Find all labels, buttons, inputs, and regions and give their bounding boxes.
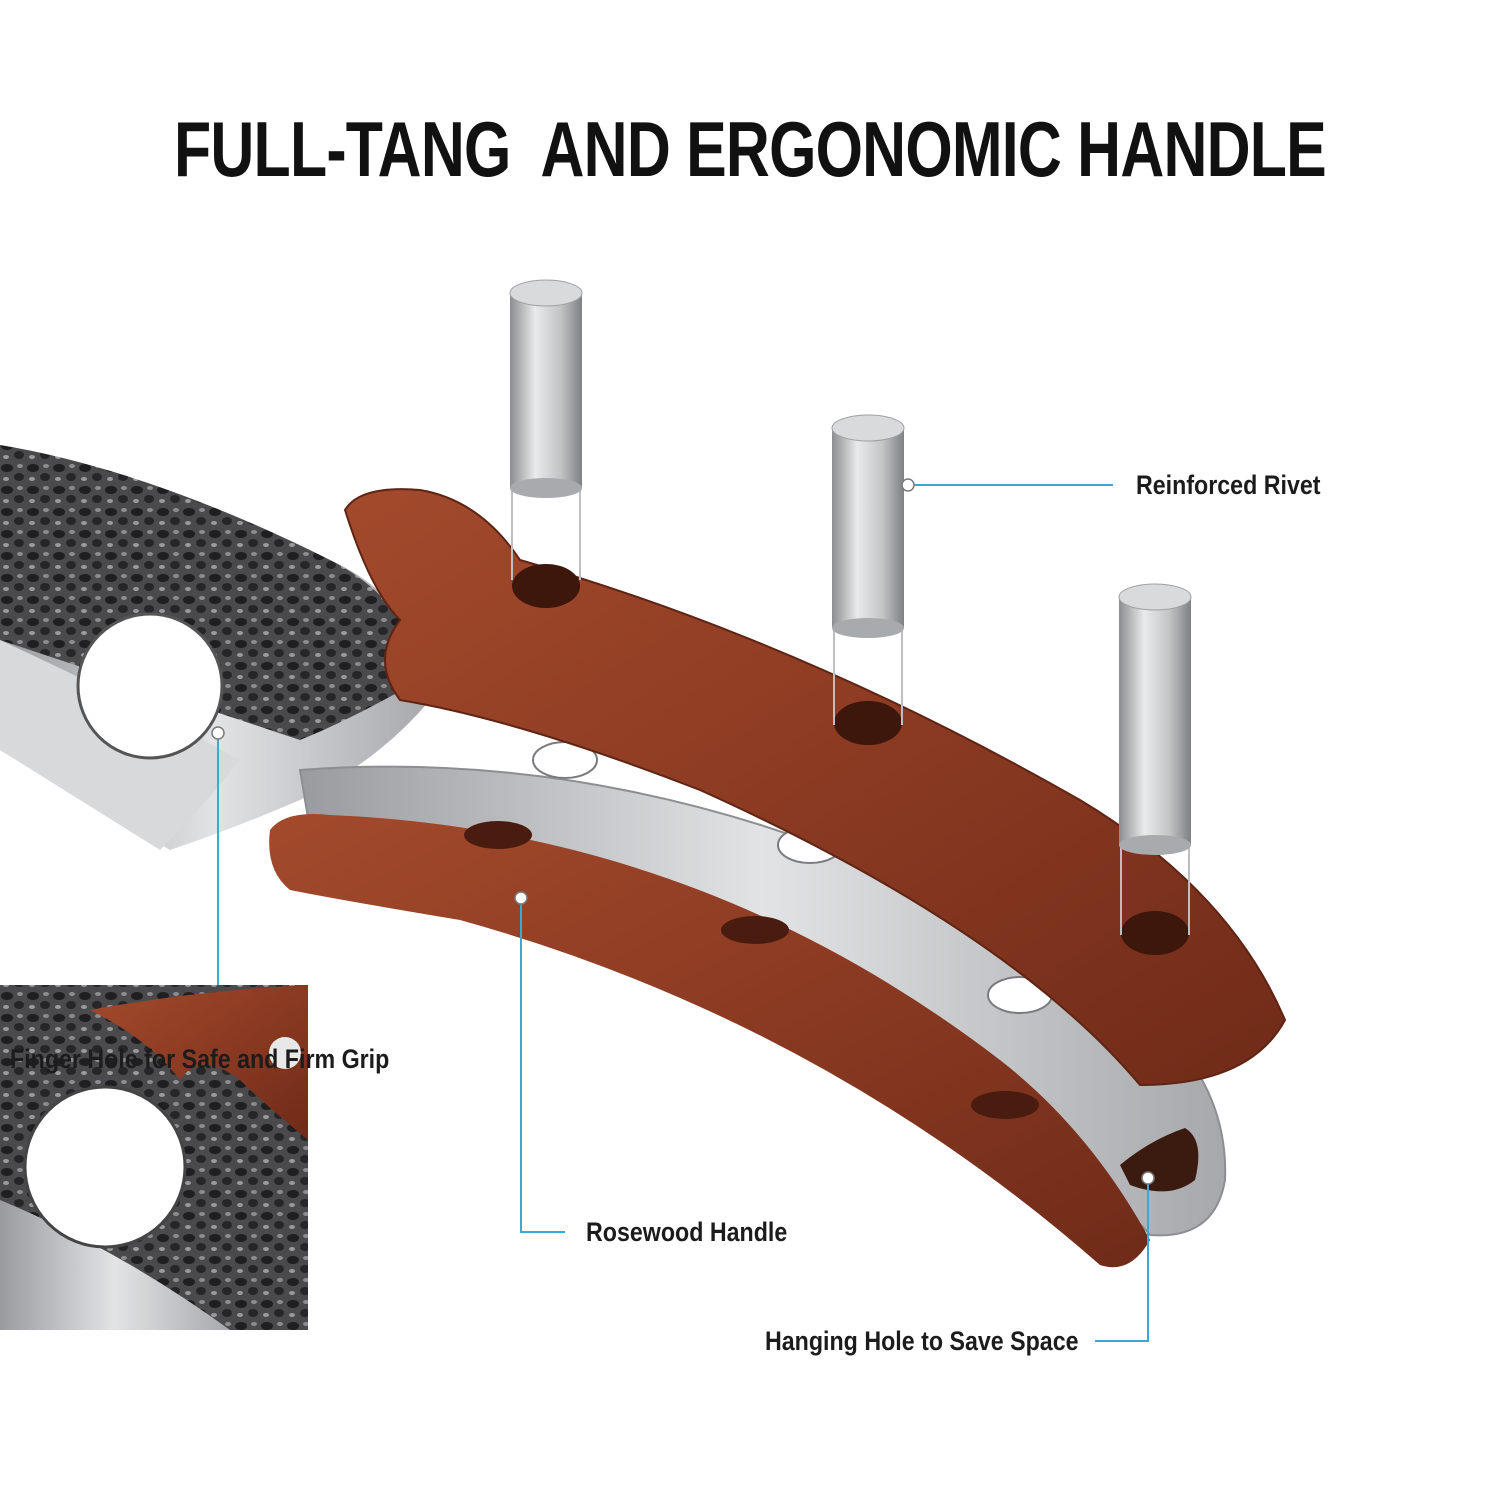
hanging-hole: [1120, 1128, 1199, 1192]
upper-scale-holes: [512, 564, 1189, 955]
finger-hole-inset: [0, 985, 308, 1330]
callout-hanging-hole: Hanging Hole to Save Space: [765, 1326, 1079, 1356]
rivet-2: [831, 414, 905, 725]
callout-finger-hole: Finger Hole for Safe and Firm Grip: [10, 1044, 390, 1074]
callout-reinforced-rivet: Reinforced Rivet: [1136, 470, 1321, 500]
blade: [0, 445, 430, 850]
rivet-3: [1118, 583, 1192, 935]
lower-scale-holes: [464, 821, 1039, 1119]
page-title: FULL-TANG AND ERGONOMIC HANDLE: [174, 105, 1327, 193]
lower-wood-scale: [269, 814, 1151, 1268]
rivet-1: [509, 279, 583, 580]
callout-dots: [211, 478, 1155, 1185]
callout-lines: [217, 484, 1149, 1342]
callout-rosewood-handle: Rosewood Handle: [586, 1217, 788, 1247]
upper-wood-scale: [343, 488, 1287, 1087]
finger-hole: [76, 612, 224, 760]
